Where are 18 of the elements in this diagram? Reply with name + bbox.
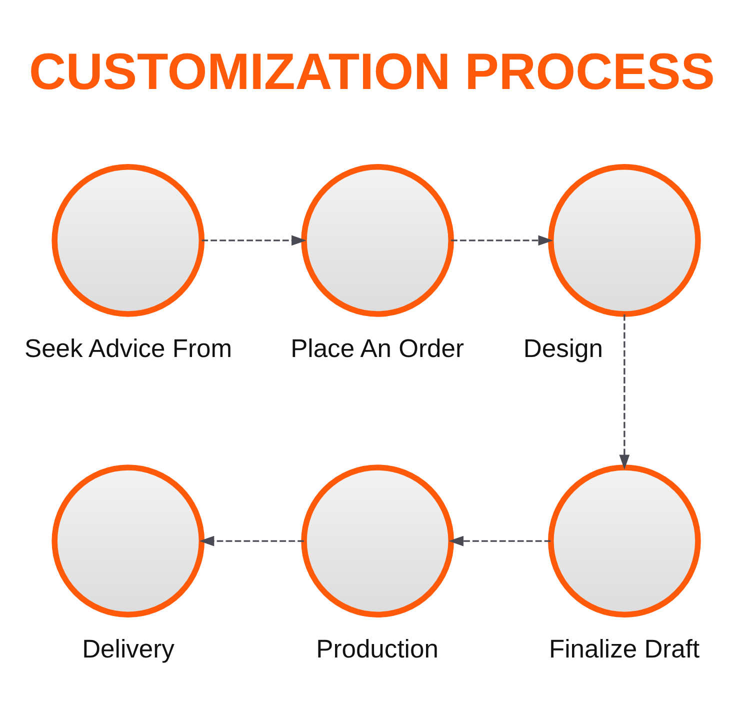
node-circle xyxy=(52,464,205,617)
node-label: Delivery xyxy=(82,634,174,663)
node-label: Seek Advice From xyxy=(24,334,232,362)
node-label: Design xyxy=(523,334,603,362)
arrow xyxy=(448,535,551,546)
node-circle xyxy=(548,164,701,316)
node-label: Finalize Draft xyxy=(548,634,700,663)
arrow xyxy=(199,535,304,546)
diagram-title: CUSTOMIZATION PROCESS xyxy=(29,42,715,100)
node-circle xyxy=(52,164,205,316)
node-circle xyxy=(301,464,454,617)
node-label: Production xyxy=(316,634,438,663)
node-circle xyxy=(548,464,701,617)
arrow xyxy=(619,314,630,470)
arrow xyxy=(202,234,306,246)
node-label: Place An Order xyxy=(290,334,464,362)
arrow xyxy=(451,234,554,246)
node-circle xyxy=(301,164,454,316)
